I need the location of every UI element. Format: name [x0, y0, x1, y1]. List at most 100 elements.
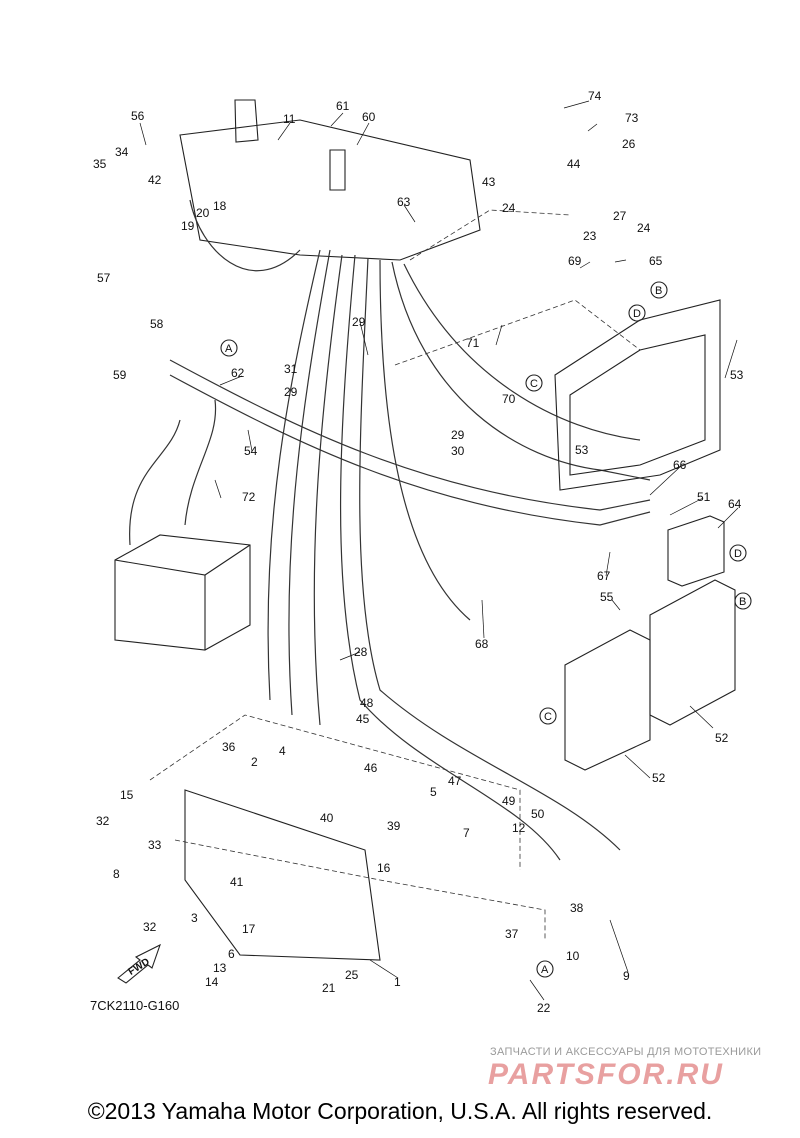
ref-marker-A-bottom: A	[536, 960, 554, 978]
callout-56: 56	[131, 109, 145, 123]
parts-artwork	[114, 99, 736, 984]
callout-14: 14	[205, 975, 219, 989]
ref-marker-D-right: D	[729, 544, 747, 562]
callout-9: 9	[623, 969, 630, 983]
callout-69: 69	[568, 254, 582, 268]
ref-marker-C-bottom: C	[539, 707, 557, 725]
callout-5: 5	[430, 785, 437, 799]
callout-27: 27	[613, 209, 627, 223]
callout-8: 8	[113, 867, 120, 881]
callout-47: 47	[448, 774, 462, 788]
callout-48: 48	[360, 696, 374, 710]
callout-66: 66	[673, 458, 687, 472]
callout-65: 65	[649, 254, 663, 268]
callout-46: 46	[364, 761, 378, 775]
callout-29-mid: 29	[284, 385, 298, 399]
callout-3: 3	[191, 911, 198, 925]
callout-68: 68	[475, 637, 489, 651]
callout-52-right: 52	[715, 731, 729, 745]
callout-18: 18	[213, 199, 227, 213]
callout-28: 28	[354, 645, 368, 659]
callout-67: 67	[597, 569, 611, 583]
callout-15: 15	[120, 788, 134, 802]
callout-43: 43	[482, 175, 496, 189]
callout-73: 74	[588, 89, 602, 103]
callout-54: 54	[244, 444, 258, 458]
diagram-code: 7CK2110-G160	[90, 998, 180, 1013]
callout-61: 61	[336, 99, 350, 113]
watermark-logo: PARTSFOR.RU	[488, 1058, 724, 1091]
callout-12: 12	[512, 821, 526, 835]
callout-44: 44	[567, 157, 581, 171]
callout-70: 70	[502, 392, 516, 406]
callout-59: 59	[113, 368, 127, 382]
callout-22: 22	[537, 1001, 551, 1015]
callout-25: 25	[345, 968, 359, 982]
callout-26: 26	[622, 137, 636, 151]
callout-72: 72	[242, 490, 256, 504]
callout-23: 23	[583, 229, 597, 243]
callout-55: 55	[600, 590, 614, 604]
callout-40: 40	[320, 811, 334, 825]
callout-62: 62	[231, 366, 245, 380]
callout-6: 6	[228, 947, 235, 961]
callout-31: 31	[284, 362, 298, 376]
ref-marker-A-left: A	[220, 339, 238, 357]
callout-51: 51	[697, 490, 711, 504]
callout-4: 4	[279, 744, 286, 758]
callout-33: 33	[148, 838, 162, 852]
callout-32-top: 32	[96, 814, 110, 828]
fwd-arrow-label: FWD	[127, 956, 152, 977]
callout-2: 2	[251, 755, 258, 769]
callout-labels: 1 2 3 4 5 6 7 8 9 10 11 12 13 14 15 16 1…	[93, 89, 744, 1015]
callout-49: 49	[502, 794, 516, 808]
callout-39: 39	[387, 819, 401, 833]
reference-markers: A A B B C C D D	[220, 281, 752, 978]
callout-64: 64	[728, 497, 742, 511]
callout-30: 30	[451, 444, 465, 458]
callout-57: 57	[97, 271, 111, 285]
callout-73b: 73	[625, 111, 639, 125]
callout-53-right: 53	[730, 368, 744, 382]
callout-63: 63	[397, 195, 411, 209]
callout-1: 1	[394, 975, 401, 989]
callout-52-left: 52	[652, 771, 666, 785]
callout-11: 11	[283, 112, 296, 126]
callout-58: 58	[150, 317, 164, 331]
svg-text:C: C	[530, 378, 538, 390]
callout-7: 7	[463, 826, 470, 840]
callout-45: 45	[356, 712, 370, 726]
svg-text:A: A	[225, 343, 233, 355]
svg-text:B: B	[739, 596, 746, 608]
callout-21: 21	[322, 981, 336, 995]
svg-text:C: C	[544, 711, 552, 723]
callout-41: 41	[230, 875, 244, 889]
callout-34: 34	[115, 145, 129, 159]
callout-60: 60	[362, 110, 376, 124]
callout-24-left: 24	[502, 201, 516, 215]
callout-10: 10	[566, 949, 580, 963]
callout-13: 13	[213, 961, 227, 975]
callout-71: 71	[466, 336, 480, 350]
callout-24-right: 24	[637, 221, 651, 235]
leader-lines	[139, 100, 739, 1001]
ref-marker-B-right: B	[734, 592, 752, 610]
svg-text:D: D	[734, 548, 742, 560]
callout-29-top: 29	[352, 315, 366, 329]
callout-29-right: 29	[451, 428, 465, 442]
svg-text:D: D	[633, 308, 641, 320]
ref-marker-B-top: B	[650, 281, 668, 299]
callout-37: 37	[505, 927, 519, 941]
svg-text:B: B	[655, 285, 662, 297]
callout-53-left: 53	[575, 443, 589, 457]
callout-19: 19	[181, 219, 195, 233]
callout-50: 50	[531, 807, 545, 821]
copyright-notice: ©2013 Yamaha Motor Corporation, U.S.A. A…	[87, 1098, 713, 1124]
callout-36: 36	[222, 740, 236, 754]
callout-42: 42	[148, 173, 162, 187]
ref-marker-C-top: C	[525, 374, 543, 392]
callout-20: 20	[196, 206, 210, 220]
watermark-tagline: ЗАПЧАСТИ И АКСЕССУАРЫ ДЛЯ МОТОТЕХНИКИ	[490, 1046, 762, 1058]
callout-16: 16	[377, 861, 391, 875]
